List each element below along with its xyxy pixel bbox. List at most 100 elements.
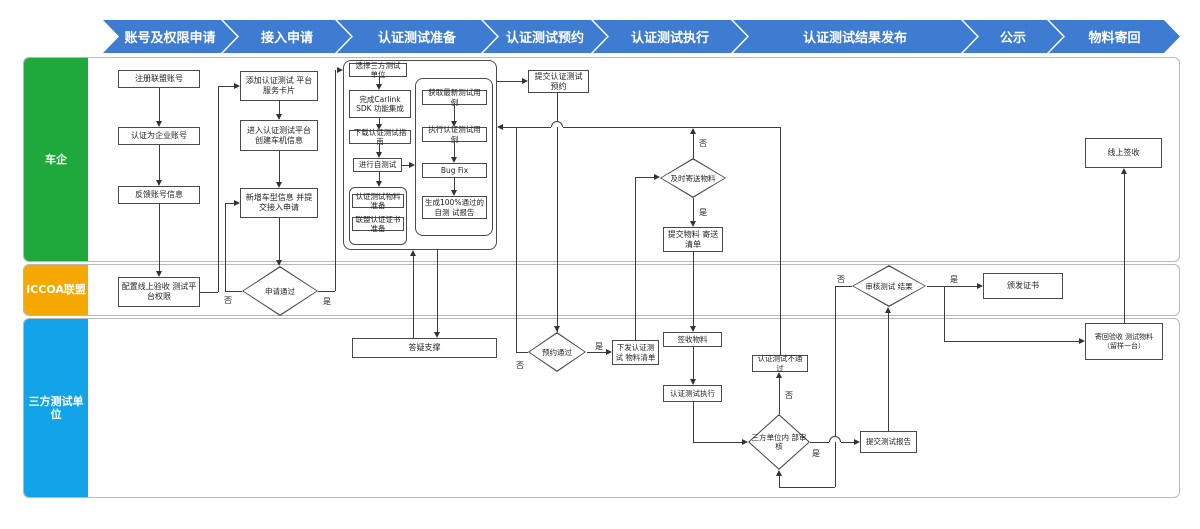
node-create-device-info: 进入认证测试平台 创建车机信息 xyxy=(240,120,318,151)
decision-label: 预约通过 xyxy=(542,347,572,357)
line-hop xyxy=(829,436,841,442)
node-add-service-card: 添加认证测试 平台服务卡片 xyxy=(240,71,318,101)
arrowhead xyxy=(854,439,860,445)
phase-result-publish: 认证测试结果发布 xyxy=(733,20,977,53)
branch-label-no: 否 xyxy=(516,361,524,370)
node-sdk-integration: 完成Carlink SDK 功能集成 xyxy=(349,90,411,118)
flow-line xyxy=(927,286,977,287)
flow-line xyxy=(503,127,551,128)
arrowhead xyxy=(690,326,696,332)
decision-review-result: 审核测试 结果 xyxy=(852,265,926,307)
flow-line xyxy=(810,442,829,443)
node-material-prepare: 认证测试物料准备 xyxy=(352,192,404,210)
flow-line xyxy=(437,250,438,332)
flow-line xyxy=(635,177,654,178)
arrowhead xyxy=(554,326,560,332)
phase-test-execute: 认证测试执行 xyxy=(593,20,747,53)
arrowhead xyxy=(376,152,382,158)
flow-line xyxy=(780,127,781,355)
lane-label-iccoa: ICCOA联盟 xyxy=(24,265,88,315)
flow-line xyxy=(379,118,380,124)
line-hop xyxy=(551,121,563,127)
flow-line xyxy=(413,256,414,338)
node-cert-prepare: 联盟认证证书准备 xyxy=(352,215,404,233)
arrowhead xyxy=(606,349,612,355)
arrowhead xyxy=(1079,338,1085,344)
branch-label-no: 否 xyxy=(699,139,707,148)
flow-line xyxy=(159,204,160,271)
flow-line xyxy=(841,442,854,443)
decision-label: 及时寄送物料 xyxy=(670,173,716,183)
flow-line xyxy=(693,198,694,221)
phase-test-prepare: 认证测试准备 xyxy=(337,20,497,53)
arrowhead xyxy=(376,181,382,187)
arrowhead xyxy=(690,379,696,385)
lane-carmaker: 车企 xyxy=(23,57,1180,262)
arrowhead xyxy=(376,84,382,90)
arrowhead xyxy=(276,260,282,266)
arrowhead xyxy=(156,180,162,186)
branch-label-no: 否 xyxy=(837,275,845,284)
arrowhead xyxy=(497,124,503,130)
flow-line xyxy=(454,105,455,121)
flow-line xyxy=(944,341,1079,342)
arrowhead xyxy=(409,162,415,168)
arrowhead xyxy=(337,67,343,73)
phase-test-appoint: 认证测试预约 xyxy=(483,20,607,53)
branch-label-yes: 是 xyxy=(595,342,603,351)
node-new-model-apply: 新增车型信息 并提交接入申请 xyxy=(240,188,318,218)
decision-apply-pass: 申请通过 xyxy=(242,266,318,316)
node-execute-test: 认证测试执行 xyxy=(663,385,722,402)
node-submit-shipping-list: 提交物料 寄送清单 xyxy=(663,227,723,252)
arrowhead xyxy=(522,78,528,84)
arrowhead xyxy=(654,174,660,180)
node-submit-appointment: 提交认证测试预约 xyxy=(528,70,589,93)
flow-line xyxy=(587,352,606,353)
flow-line xyxy=(693,402,694,442)
flow-line xyxy=(218,86,219,292)
flow-line xyxy=(279,218,280,260)
flow-line xyxy=(516,127,517,352)
phase-material-return: 物料寄回 xyxy=(1049,20,1180,53)
flow-line xyxy=(635,177,636,340)
arrowhead xyxy=(451,157,457,163)
arrowhead xyxy=(156,121,162,127)
node-test-not-pass: 认证测试不通过 xyxy=(752,354,808,373)
node-bug-fix: Bug Fix xyxy=(422,163,487,178)
arrowhead xyxy=(434,332,440,338)
arrowhead xyxy=(885,307,891,313)
node-selftest-report: 生成100%通过的自测 试报告 xyxy=(422,196,487,219)
arrowhead xyxy=(276,182,282,188)
node-run-test-cases: 执行认证测试用例 xyxy=(422,125,487,144)
flow-line xyxy=(563,127,780,128)
flow-line xyxy=(1124,174,1125,323)
arrowhead xyxy=(776,470,782,476)
phase-publicity: 公示 xyxy=(963,20,1063,53)
flow-line xyxy=(159,145,160,180)
decision-appointment-pass: 预约通过 xyxy=(528,332,586,372)
branch-label-no: 否 xyxy=(785,391,793,400)
decision-label: 三方单位内 部审核 xyxy=(751,433,807,451)
arrowhead xyxy=(376,124,382,130)
arrowhead xyxy=(276,114,282,120)
flow-line xyxy=(225,203,226,291)
decision-label: 申请通过 xyxy=(265,286,295,296)
node-qa-support: 答疑支撑 xyxy=(352,338,497,358)
flow-line xyxy=(379,172,380,181)
arrowhead xyxy=(234,83,240,89)
flow-line xyxy=(693,442,742,443)
arrowhead xyxy=(1121,168,1127,174)
flow-line xyxy=(779,487,835,488)
arrowhead xyxy=(690,221,696,227)
arrowhead xyxy=(690,128,696,134)
arrowhead xyxy=(410,250,416,256)
arrowhead xyxy=(776,372,782,378)
node-submit-test-report: 提交测试报告 xyxy=(860,431,917,453)
branch-label-yes: 是 xyxy=(812,449,820,458)
flow-line xyxy=(835,286,852,287)
flow-line xyxy=(693,347,694,379)
decision-label: 审核测试 结果 xyxy=(865,281,913,291)
node-configure-permission: 配置线上验收 测试平台权限 xyxy=(118,277,200,307)
flow-line xyxy=(379,77,380,84)
arrowhead xyxy=(451,190,457,196)
